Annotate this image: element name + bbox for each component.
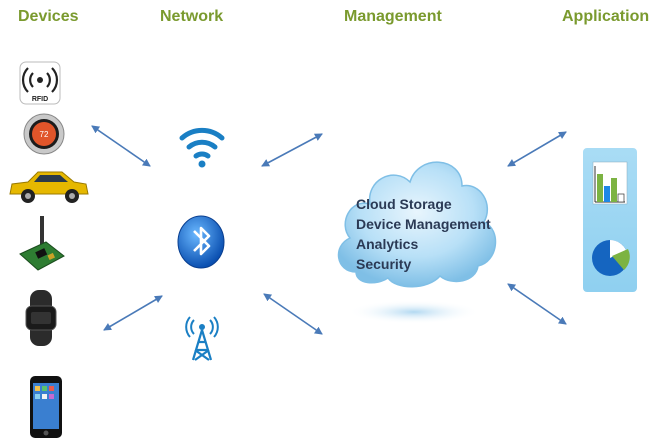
management-items: Cloud Storage Device Management Analytic… [356,194,491,274]
application-icons [592,161,630,276]
management-header: Management [344,8,442,25]
arrow-devices-network-bottom [103,295,163,331]
management-item-cloud-storage: Cloud Storage [356,196,452,212]
pie-chart-icon [592,240,630,276]
arrow-network-management-bottom [263,293,323,335]
devices-header: Devices [18,8,79,25]
cell-tower-icon [185,316,219,361]
management-item-security: Security [356,256,412,272]
application-header: Application [562,8,650,25]
thermostat-reading: 72 [40,130,49,139]
cloud-shadow [348,300,480,324]
management-item-analytics: Analytics [356,236,419,252]
management-item-device-management: Device Management [356,216,491,232]
arrow-network-management-top [261,133,323,167]
smartphone-icon [30,376,62,438]
rfid-icon: RFID [19,61,61,105]
wifi-icon [179,127,225,168]
thermostat-icon: 72 [23,113,65,155]
arrow-management-application-top [507,131,567,167]
bar-chart-icon [592,161,628,205]
connection-arrows [91,125,567,335]
cloud-icon [337,161,497,288]
arrow-management-application-bottom [507,283,567,325]
arrow-devices-network-top [91,125,151,167]
fitness-band-icon [25,290,57,346]
bluetooth-icon [177,215,225,269]
car-icon [9,171,89,203]
circuit-board-icon [19,216,65,271]
rfid-label: RFID [32,96,48,103]
network-header: Network [160,8,224,25]
